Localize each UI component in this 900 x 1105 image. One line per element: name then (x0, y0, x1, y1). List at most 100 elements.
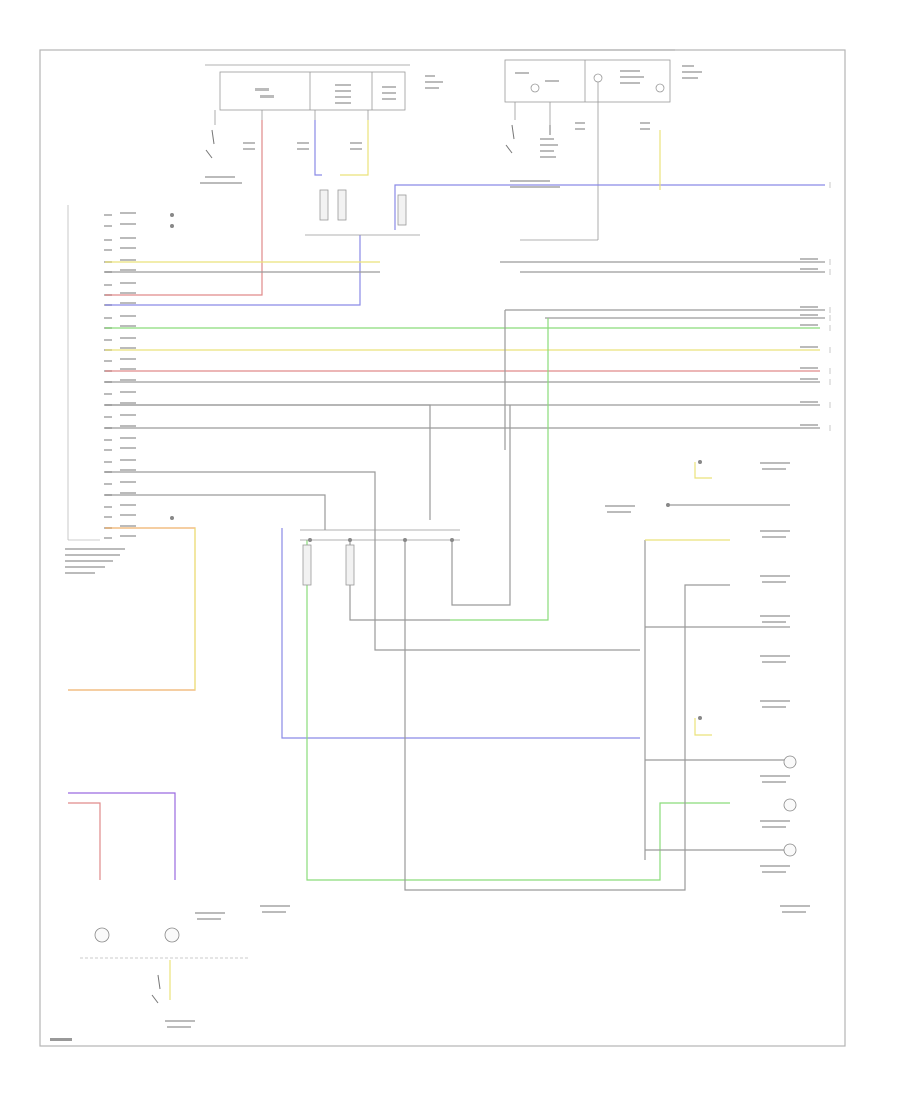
diagram-border (39, 49, 846, 1047)
control-module-label (65, 548, 125, 574)
component-label-line (762, 871, 786, 873)
pin-wire-code (120, 368, 136, 370)
pin-wire-code (120, 347, 136, 349)
component-label-line (762, 468, 786, 470)
pin-wire-code (120, 492, 136, 494)
component-label-line (762, 536, 786, 538)
terminals (170, 213, 702, 720)
component-label-line (605, 505, 635, 507)
pin-number (104, 439, 112, 441)
wire-gray-int-3 (451, 405, 511, 606)
terminal-dot (403, 538, 407, 542)
footer-code (50, 1038, 72, 1041)
wire-blue-right (394, 184, 825, 230)
wire-violet-bl (68, 792, 176, 880)
wire-gray-int-1 (349, 540, 450, 621)
pin-number (104, 516, 112, 518)
wire-blue-long (281, 528, 640, 739)
pin-wire-code (120, 259, 136, 261)
pin-wire-code (120, 337, 136, 339)
pin-number (104, 461, 112, 463)
terminal-dot (170, 213, 174, 217)
pin-wire-code (120, 358, 136, 360)
pin-number (104, 416, 112, 418)
pin-wire-code (120, 437, 136, 439)
terminal-dot (348, 538, 352, 542)
pin-wire-code (120, 247, 136, 249)
wires (68, 120, 825, 1000)
pin-number (104, 225, 112, 227)
pin-wire-code (120, 447, 136, 449)
pin-number (104, 249, 112, 251)
pin-number (104, 537, 112, 539)
pin-wire-code (120, 469, 136, 471)
component-label-line (760, 655, 790, 657)
pin-labels (104, 212, 818, 539)
wire-blue-pin (105, 235, 361, 306)
wire-yellow-top (340, 120, 369, 176)
right-wire-code (800, 306, 818, 308)
pin-wire-code (120, 379, 136, 381)
pin-number (104, 393, 112, 395)
component-label-line (760, 775, 790, 777)
top-left-fuse-box (205, 64, 410, 125)
pin-wire-code (120, 504, 136, 506)
top-switch-labels (200, 142, 362, 184)
component-label-line (760, 700, 790, 702)
wire-orange (68, 527, 196, 691)
pin-number (104, 360, 112, 362)
wire-gray-int-5 (105, 404, 431, 520)
right-wire-code (800, 324, 818, 326)
wire-gray-int-6 (105, 494, 326, 530)
terminal-dot (698, 716, 702, 720)
terminal-dot (450, 538, 454, 542)
mid-connector-frames (300, 234, 460, 541)
component-label-line (195, 912, 225, 914)
pin-number (104, 506, 112, 508)
terminal-dot (170, 224, 174, 228)
component-label-line (760, 575, 790, 577)
component-label-line (762, 661, 786, 663)
lamps (94, 755, 797, 943)
top-left-fuse-box-marks (255, 75, 443, 104)
component-label-line (165, 1020, 195, 1022)
wire-red-bl (68, 802, 101, 880)
top-switches (151, 124, 551, 1004)
right-wire-code (800, 367, 818, 369)
pin-number (104, 239, 112, 241)
pin-wire-code (120, 414, 136, 416)
component-label-line (262, 911, 286, 913)
terminal-dot (170, 516, 174, 520)
pin-wire-code (120, 269, 136, 271)
right-wire-code (800, 424, 818, 426)
component-label-line (780, 905, 810, 907)
pin-number (104, 339, 112, 341)
right-labels (165, 462, 810, 1028)
wire-red-top (105, 120, 263, 296)
wire-green-long (306, 540, 730, 881)
terminal-dot (666, 503, 670, 507)
pin-wire-code (120, 425, 136, 427)
mid-connectors (302, 189, 407, 586)
component-label-line (260, 905, 290, 907)
pin-number (104, 284, 112, 286)
pin-wire-code (120, 535, 136, 537)
pin-wire-code (120, 212, 136, 214)
right-wire-code (800, 401, 818, 403)
wire-yellow-stub (694, 462, 712, 479)
component-label-line (197, 918, 221, 920)
pin-wire-code (120, 302, 136, 304)
pin-wire-code (120, 282, 136, 284)
component-label-line (760, 462, 790, 464)
terminal-dot (308, 538, 312, 542)
pin-number (104, 317, 112, 319)
pin-number (104, 214, 112, 216)
component-label-line (760, 865, 790, 867)
component-label-line (782, 911, 806, 913)
component-label-line (760, 615, 790, 617)
wire-gray-int-2 (404, 540, 730, 891)
right-wire-code (800, 268, 818, 270)
wire-blue-top (314, 120, 322, 176)
